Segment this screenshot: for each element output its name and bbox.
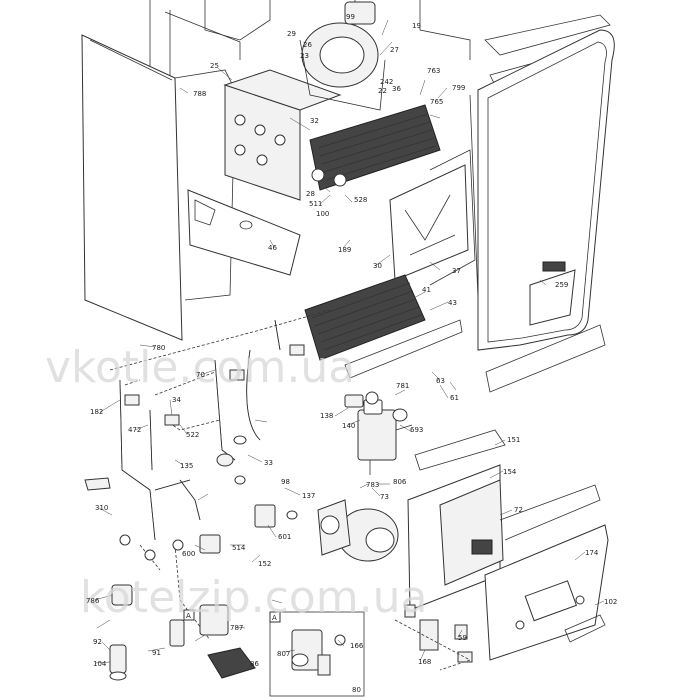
inset-letter-a-2: A xyxy=(272,614,277,622)
part-label: 27 xyxy=(390,46,399,54)
part-label: 806 xyxy=(393,478,407,486)
part-label: 102 xyxy=(604,598,617,606)
part-label: 92 xyxy=(93,638,102,646)
part-label: 72 xyxy=(514,506,523,514)
part-label: 98 xyxy=(281,478,290,486)
left-side-panel xyxy=(81,34,183,341)
combustion-chamber xyxy=(223,69,342,201)
part-label: 600 xyxy=(182,550,195,558)
part-label: 43 xyxy=(448,299,457,307)
part-label: 61 xyxy=(450,394,459,402)
part-label: 140 xyxy=(342,422,355,430)
part-label: 73 xyxy=(380,493,389,501)
part-label: 70 xyxy=(196,371,205,379)
control-box xyxy=(407,429,609,661)
part-label: 33 xyxy=(264,459,273,467)
pipework xyxy=(109,309,331,641)
part-label: 787 xyxy=(230,624,243,632)
inset-letter-a-1: A xyxy=(186,612,191,620)
part-label: 151 xyxy=(507,436,520,444)
fittings xyxy=(84,344,473,681)
part-label: 46 xyxy=(268,244,277,252)
part-label: 528 xyxy=(354,196,367,204)
burner xyxy=(304,274,463,379)
casing-frame xyxy=(81,0,615,393)
part-label: 780 xyxy=(152,344,165,352)
part-label: 799 xyxy=(452,84,465,92)
side-insulation-panel xyxy=(389,164,469,281)
part-label: 23 xyxy=(300,52,309,60)
watermark-1: vkotle.com.ua xyxy=(45,342,355,393)
watermark-2: kotelzip.com.ua xyxy=(80,572,427,623)
part-label: 182 xyxy=(90,408,103,416)
part-label: 166 xyxy=(350,642,364,650)
circulation-pump xyxy=(317,499,399,562)
part-label: 781 xyxy=(396,382,409,390)
part-label: 472 xyxy=(128,426,141,434)
part-label: 154 xyxy=(503,468,517,476)
part-label: 786 xyxy=(86,597,100,605)
part-label: 138 xyxy=(320,412,333,420)
part-label: 25 xyxy=(210,62,219,70)
base-plate xyxy=(187,189,301,276)
part-label: 30 xyxy=(373,262,382,270)
part-label: 34 xyxy=(172,396,181,404)
gas-valve xyxy=(357,391,413,475)
part-label: 168 xyxy=(418,658,431,666)
part-label: 19 xyxy=(412,22,421,30)
part-label: 189 xyxy=(338,246,351,254)
casing-logo-badge xyxy=(542,261,566,272)
part-label: 91 xyxy=(152,649,161,657)
part-label: 522 xyxy=(186,431,199,439)
part-label: 28 xyxy=(306,190,315,198)
part-label: 765 xyxy=(430,98,443,106)
part-label: 783 xyxy=(366,481,379,489)
part-label: 41 xyxy=(422,286,431,294)
part-label: 63 xyxy=(436,377,445,385)
main-heat-exchanger xyxy=(309,104,441,191)
part-label: 763 xyxy=(427,67,440,75)
display-window xyxy=(529,269,576,326)
part-label: 174 xyxy=(585,549,599,557)
part-label: 36 xyxy=(392,85,401,93)
part-label: 99 xyxy=(346,13,355,21)
part-label: 788 xyxy=(193,90,206,98)
part-label: 135 xyxy=(180,462,193,470)
part-label: 514 xyxy=(232,544,246,552)
leader-lines xyxy=(94,19,605,664)
part-label: 100 xyxy=(316,210,329,218)
part-label: 59 xyxy=(458,634,467,642)
inset-number: 80 xyxy=(352,686,361,694)
inset-box-a xyxy=(183,609,365,697)
part-label: 26 xyxy=(303,41,312,49)
bracket-787 xyxy=(207,647,256,679)
part-label: 37 xyxy=(452,267,461,275)
part-label: 511 xyxy=(309,200,322,208)
bottom-trim-strip xyxy=(485,324,606,393)
part-label: 693 xyxy=(410,426,423,434)
part-label: 807 xyxy=(277,650,290,658)
part-label: 22 xyxy=(378,87,387,95)
front-casing xyxy=(477,29,615,351)
part-label: 29 xyxy=(287,30,296,38)
fan-assembly xyxy=(299,1,386,111)
part-label: 32 xyxy=(310,117,319,125)
part-label: 152 xyxy=(258,560,271,568)
part-label: 310 xyxy=(95,504,108,512)
part-label: 137 xyxy=(302,492,315,500)
part-label: 104 xyxy=(93,660,107,668)
part-label: 259 xyxy=(555,281,568,289)
part-label: 601 xyxy=(278,533,291,541)
part-label: 86 xyxy=(250,660,259,668)
part-label: 242 xyxy=(380,78,393,86)
